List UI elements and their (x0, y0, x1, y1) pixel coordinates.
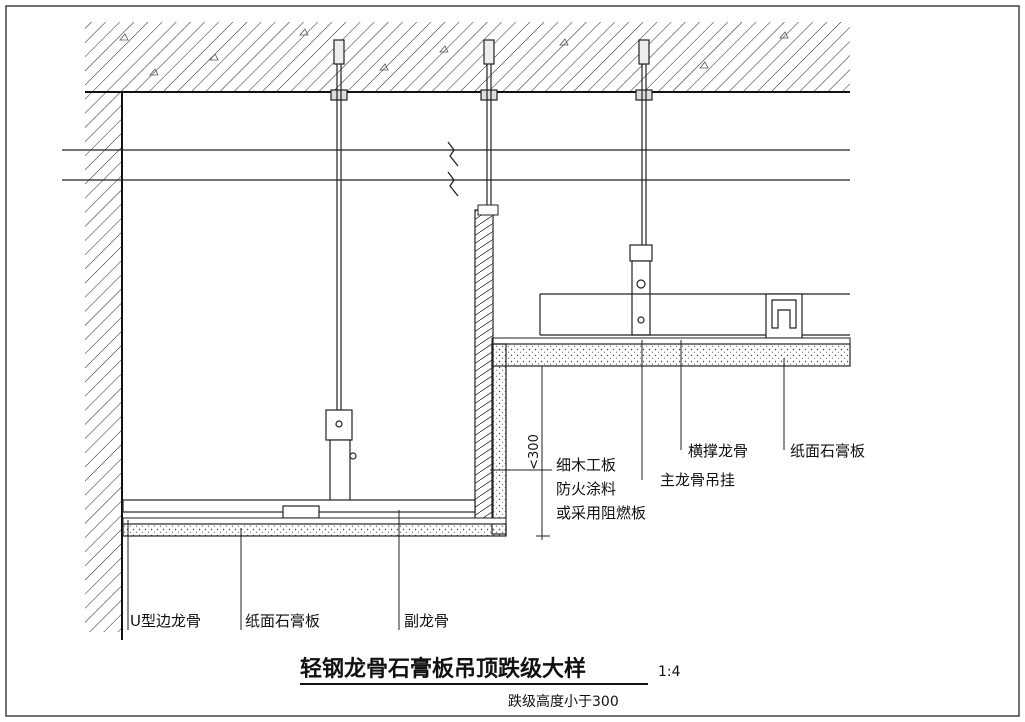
left-wall (85, 92, 123, 640)
lower-gypsum-board (122, 517, 507, 537)
main-keel-hanger (629, 244, 653, 336)
label-main-hanger: 主龙骨吊挂 (660, 471, 735, 489)
concrete-slab (85, 22, 850, 93)
upper-ceiling-frame (539, 293, 850, 339)
hanger-rod-1 (330, 39, 348, 410)
upper-gypsum-board (491, 337, 851, 367)
leader-lines (127, 340, 785, 630)
label-plank-2: 防火涂料 (556, 480, 616, 498)
step-height-dimension (536, 365, 550, 540)
sheet-border (5, 5, 1020, 717)
label-plank-1: 细木工板 (556, 456, 616, 474)
drawing-subtitle: 跌级高度小于300 (508, 693, 619, 710)
lower-hanger-bracket (325, 409, 357, 509)
drawing-title: 轻钢龙骨石膏板吊顶跌级大样 (300, 656, 586, 682)
hanger-rod-3 (635, 39, 653, 245)
label-cross-keel: 横撑龙骨 (688, 442, 748, 460)
main-runner (62, 141, 850, 197)
label-u-edge-keel: U型边龙骨 (130, 612, 201, 630)
dimension-label: <300 (527, 434, 542, 470)
lower-ceiling-keels (122, 499, 476, 519)
label-plank-3: 或采用阻燃板 (556, 504, 646, 522)
drawing-scale: 1:4 (658, 664, 681, 680)
label-gypsum-board-left: 纸面石膏板 (245, 612, 320, 630)
wood-plank-step (474, 204, 507, 535)
label-gypsum-board-right: 纸面石膏板 (790, 442, 865, 460)
hanger-rod-2 (480, 39, 498, 210)
label-secondary-keel: 副龙骨 (404, 612, 449, 630)
